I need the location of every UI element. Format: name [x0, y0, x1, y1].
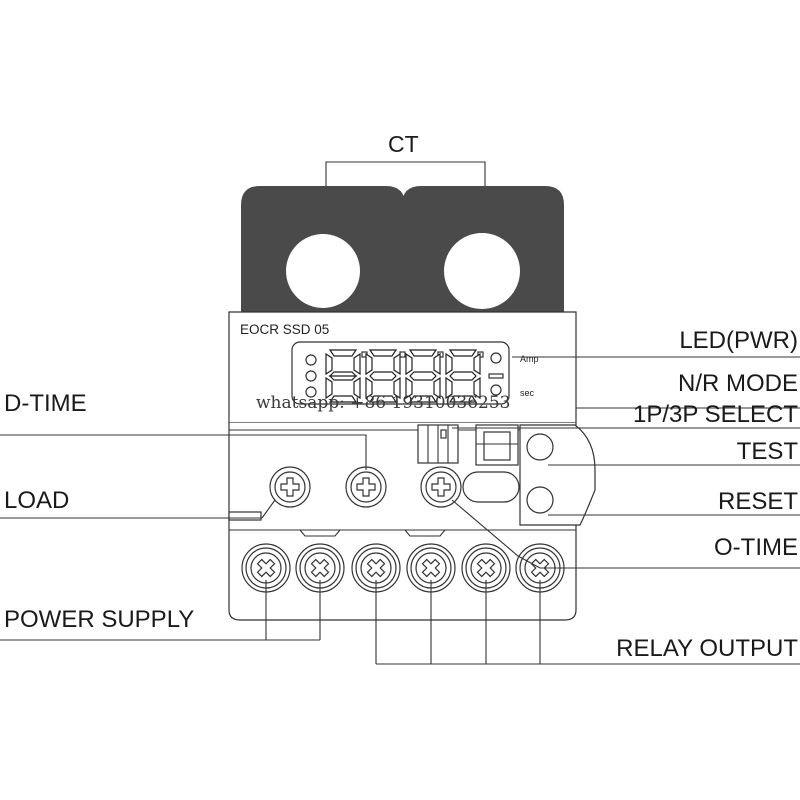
nr-mode-label: N/R MODE — [678, 370, 798, 397]
center-oval — [462, 471, 520, 503]
o-time-adjust-screw[interactable] — [420, 466, 462, 508]
power-supply-label: POWER SUPPLY — [4, 606, 194, 633]
terminal-2[interactable] — [295, 543, 345, 593]
seven-segment-display — [325, 349, 481, 403]
sec-label: sec — [520, 388, 535, 398]
terminal-3[interactable] — [351, 543, 401, 593]
x-screw-icon — [366, 558, 386, 578]
led-3 — [305, 386, 317, 398]
watermark: whatsapp: +86 19310036253 — [256, 393, 510, 413]
led-2 — [305, 370, 317, 382]
led-1 — [305, 354, 317, 366]
x-screw-icon — [256, 558, 276, 578]
digit-4 — [445, 349, 481, 403]
amp-label: Amp — [520, 354, 539, 364]
ct-label: CT — [388, 131, 419, 157]
relay-output-label: RELAY OUTPUT — [616, 635, 798, 662]
terminal-5[interactable] — [461, 543, 511, 593]
x-screw-icon — [310, 558, 330, 578]
led-amp — [490, 352, 502, 364]
terminal-screws — [241, 543, 565, 593]
plus-screw-icon — [356, 477, 376, 497]
test-label: TEST — [737, 438, 799, 465]
plus-screw-icon — [280, 477, 300, 497]
select-1p3p-label: 1P/3P SELECT — [633, 401, 798, 428]
ct-right — [402, 186, 564, 312]
reset-button[interactable] — [526, 486, 554, 514]
digit-3 — [405, 349, 441, 403]
led-sec — [490, 384, 502, 396]
digit-1 — [325, 349, 361, 403]
d-time-label: D-TIME — [4, 390, 87, 417]
led-pwr-label: LED(PWR) — [679, 327, 798, 354]
x-screw-icon — [476, 558, 496, 578]
d-time-adjust-screw[interactable] — [345, 466, 387, 508]
terminal-4[interactable] — [406, 543, 456, 593]
model-label: EOCR SSD 05 — [240, 322, 329, 337]
test-button[interactable] — [526, 433, 554, 461]
dip-switches[interactable] — [417, 424, 459, 464]
reset-label: RESET — [718, 488, 798, 515]
plus-screw-icon — [431, 477, 451, 497]
rotary-switch[interactable] — [475, 424, 519, 466]
ct-left — [241, 186, 405, 312]
digit-2 — [365, 349, 401, 403]
o-time-label: O-TIME — [714, 534, 798, 561]
load-adjust-screw[interactable] — [269, 466, 311, 508]
x-screw-icon — [421, 558, 441, 578]
load-label: LOAD — [4, 487, 69, 514]
leader-lines — [0, 356, 800, 665]
ct-bracket — [325, 161, 486, 186]
